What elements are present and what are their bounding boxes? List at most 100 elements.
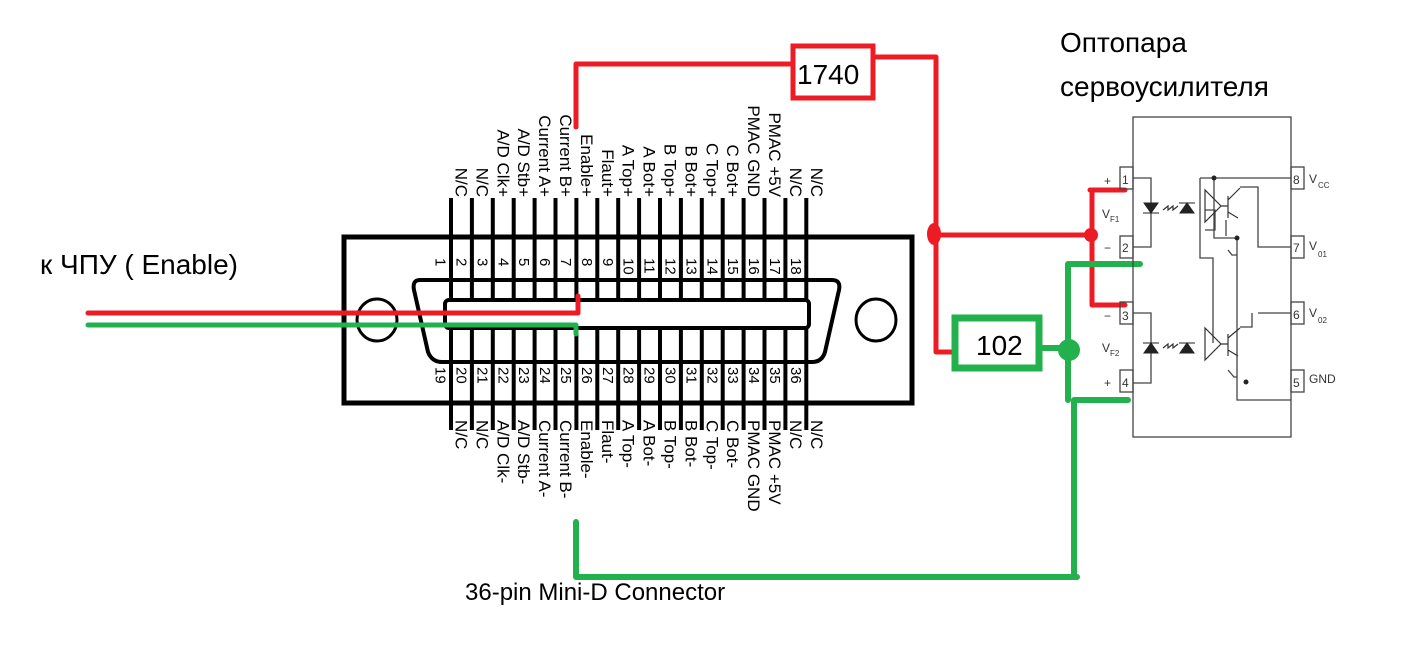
- top-pin-number: 10: [620, 258, 637, 275]
- vf2-sub: F2: [1110, 349, 1120, 358]
- resistor-102-value: 102: [976, 330, 1023, 361]
- bottom-pin-name: PMAC +5V: [765, 420, 784, 505]
- optocoupler-ic: [1119, 116, 1305, 438]
- cnc-enable-label: к ЧПУ ( Enable): [40, 249, 238, 280]
- optocoupler-amplifiers: [1162, 187, 1241, 362]
- bottom-pin-number: 19: [432, 367, 449, 384]
- top-pin-name: N/C: [451, 168, 470, 197]
- top-pin-number: 5: [515, 258, 532, 266]
- opto-pin7-sub: 01: [1318, 250, 1327, 259]
- top-pin-number: 14: [703, 258, 720, 275]
- opto-pin-box-5: [1290, 369, 1305, 393]
- bottom-pin-number: 34: [745, 367, 762, 384]
- bottom-pin-number: 27: [599, 367, 616, 384]
- red-junction-dot: [927, 223, 941, 245]
- top-pin-name: Current B+: [556, 114, 575, 197]
- top-pin-number: 16: [745, 258, 762, 275]
- opto-pin6-label: V: [1309, 306, 1317, 320]
- optocoupler-title-line2: сервоусилителя: [1060, 71, 1269, 102]
- top-pin-name: N/C: [807, 168, 826, 197]
- optocoupler-body: [1132, 116, 1292, 438]
- resistor-1740-value: 1740: [797, 59, 859, 90]
- top-pin-number: 7: [557, 258, 574, 266]
- opto-pin7-label: V: [1309, 239, 1317, 253]
- bottom-pin-name: A/D Clk-: [493, 420, 512, 483]
- optocoupler-title-line1: Оптопара: [1060, 27, 1187, 58]
- top-pin-number: 6: [536, 258, 553, 266]
- bottom-pin-number: 29: [641, 367, 658, 384]
- bottom-pin-number: 28: [620, 367, 637, 384]
- bottom-pin-number: 30: [661, 367, 678, 384]
- top-pin-name: N/C: [786, 168, 805, 197]
- bottom-pin-number: 25: [557, 367, 574, 384]
- green-wire-bottom-to-node: [1071, 397, 1131, 580]
- bottom-pin-name: Enable-: [577, 420, 596, 479]
- resistor-102-box: [951, 314, 1043, 372]
- bottom-pin-number: 22: [494, 367, 511, 384]
- top-pin-number: 4: [494, 258, 511, 266]
- connector-caption: 36-pin Mini-D Connector: [465, 579, 725, 606]
- bottom-pin-number: 24: [536, 367, 553, 384]
- connector-outer-shell: [341, 234, 915, 406]
- resistor-1740-box: [790, 43, 876, 101]
- top-pin-name: A Bot+: [640, 146, 659, 197]
- green-junction-dot: [1058, 339, 1080, 361]
- opto-pin1-num: 1: [1122, 173, 1129, 187]
- top-pin-name: Flaut+: [598, 149, 617, 197]
- light-arrow-1-icon: [1162, 204, 1179, 212]
- opto-pin4-sign: +: [1104, 376, 1111, 390]
- bottom-pin-name: C Top-: [702, 420, 721, 470]
- opto-pin8-label: V: [1309, 172, 1317, 186]
- vf1-sub: F1: [1110, 215, 1120, 224]
- red-net: [573, 54, 1128, 355]
- red-wire-pin8-to-resistor: [573, 61, 798, 130]
- bottom-pin-name: N/C: [786, 420, 805, 449]
- opto-pin7-num: 7: [1293, 241, 1300, 255]
- bottom-pin-number: 26: [578, 367, 595, 384]
- connector-pin-lines: [449, 198, 809, 430]
- bottom-pin-number: 20: [452, 367, 469, 384]
- green-wire-enable-minus: [85, 322, 579, 337]
- bottom-pin-name: Current A-: [535, 420, 554, 497]
- opto-pin6-num: 6: [1293, 308, 1300, 322]
- top-pin-number: 2: [452, 258, 469, 266]
- bottom-pin-name: C Bot-: [723, 420, 742, 468]
- opto-pin2-num: 2: [1122, 241, 1129, 255]
- amp-2-icon: [1204, 326, 1222, 362]
- photodiode-2-icon: [1179, 342, 1195, 354]
- vf1-label: V: [1102, 207, 1110, 221]
- top-pin-name: PMAC +5V: [765, 112, 784, 197]
- top-pin-number: 3: [473, 258, 490, 266]
- top-pin-number: 13: [682, 258, 699, 275]
- bottom-pin-name: PMAC GND: [744, 420, 763, 512]
- top-pin-number: 18: [787, 258, 804, 275]
- bottom-pin-name: A Top-: [619, 420, 638, 468]
- top-pin-name: B Top+: [660, 144, 679, 197]
- opto-pin3-sign: −: [1104, 309, 1111, 323]
- mounting-hole-left: [355, 297, 399, 343]
- bottom-pin-name: B Bot-: [681, 420, 700, 467]
- top-pin-name: A Top+: [619, 145, 638, 197]
- top-pin-name: B Bot+: [681, 145, 700, 197]
- optocoupler-internals: [1143, 175, 1249, 385]
- opto-pin5-label: GND: [1309, 372, 1336, 386]
- amp-1-icon: [1204, 188, 1222, 224]
- opto-pin2-sign: −: [1104, 241, 1111, 255]
- bottom-pin-number: 36: [787, 367, 804, 384]
- light-arrow-2-icon: [1162, 342, 1179, 350]
- bottom-pin-name: A/D Stb-: [514, 420, 533, 484]
- top-pin-name: C Top+: [702, 143, 721, 197]
- bottom-pin-number: 32: [703, 367, 720, 384]
- led-2-icon: [1143, 342, 1159, 354]
- top-pin-name: A/D Clk+: [493, 129, 512, 197]
- bottom-pin-number: 31: [682, 367, 699, 384]
- top-pin-name: Current A+: [535, 115, 554, 197]
- bottom-pin-number: 33: [724, 367, 741, 384]
- top-pin-number: 9: [599, 258, 616, 266]
- opto-pin6-sub: 02: [1318, 316, 1327, 325]
- top-pin-name: N/C: [472, 168, 491, 197]
- opto-pin4-num: 4: [1122, 376, 1129, 390]
- red-junction-dot-opto: [1084, 228, 1098, 242]
- red-wire-enable-plus: [85, 293, 581, 316]
